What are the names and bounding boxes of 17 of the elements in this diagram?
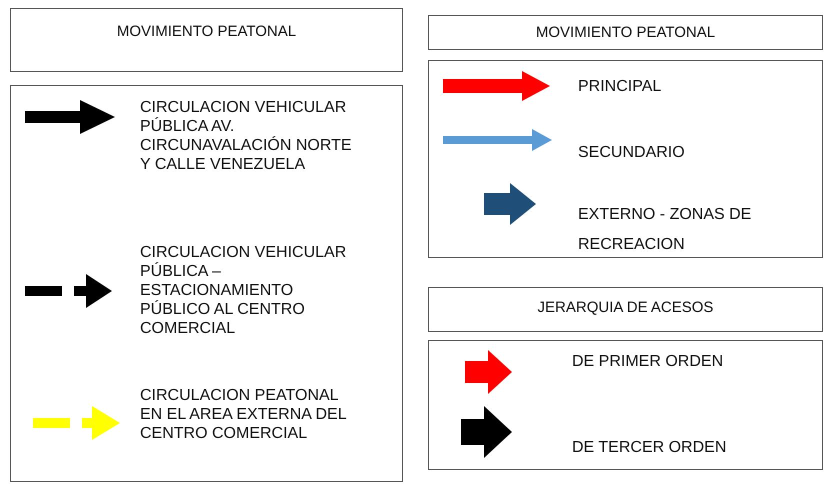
panel-title: JERARQUIA DE ACESOS <box>536 299 714 316</box>
header-panel <box>428 287 823 332</box>
legend-label: PRINCIPAL <box>578 77 662 96</box>
legend-panel <box>10 85 403 482</box>
legend-label: SECUNDARIO <box>578 143 686 162</box>
legend-label: DE PRIMER ORDEN <box>572 352 724 371</box>
legend-label: CIRCULACION PEATONAL EN EL AREA EXTERNA DEL CENTRO COMERCIAL <box>140 386 348 443</box>
legend-label: CIRCULACION VEHICULAR PÚBLICA AV. CIRCUNAVALACIÓN NORTE Y CALLE VENEZUELA <box>140 98 353 174</box>
legend-label: CIRCULACION VEHICULAR PÚBLICA – ESTACIONAMIENTO PÚBLICO AL CENTRO COMERCIAL <box>140 243 348 338</box>
legend-label: DE TERCER ORDEN <box>572 438 728 457</box>
legend-label: EXTERNO - ZONAS DE RECREACION <box>578 205 752 255</box>
panel-title: MOVIMIENTO PEATONAL <box>116 23 298 40</box>
header-panel <box>428 15 823 50</box>
legend-panel <box>428 60 823 258</box>
header-panel <box>10 8 403 72</box>
panel-title: MOVIMIENTO PEATONAL <box>534 24 716 41</box>
legend-panel <box>428 340 823 470</box>
